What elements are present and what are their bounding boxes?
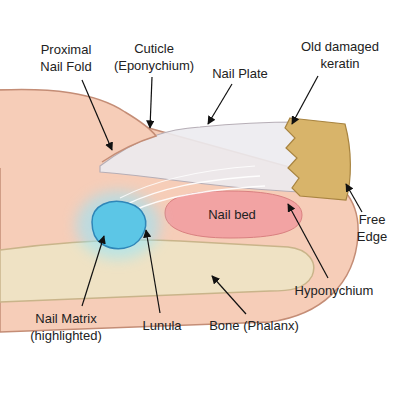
leader-line <box>150 77 152 128</box>
fold-outline <box>0 90 156 162</box>
leader-line <box>346 184 362 212</box>
matrix-glow <box>76 191 160 259</box>
part-label: Old damaged keratin <box>297 38 383 72</box>
part-label: Nail Matrix (highlighted) <box>20 310 112 344</box>
part-label: Cuticle (Eponychium) <box>108 40 200 74</box>
proximal-fold <box>0 90 156 168</box>
part-label: Bone (Phalanx) <box>209 317 299 334</box>
leader-line <box>292 76 318 124</box>
leader-line <box>208 84 232 124</box>
part-label: Free Edge <box>349 211 395 245</box>
leader-line <box>288 204 328 278</box>
growth-fiber <box>120 166 255 198</box>
part-label: Hyponychium <box>295 282 374 299</box>
leader-line <box>212 276 246 314</box>
part-label: Lunula <box>142 317 181 334</box>
damaged-keratin <box>285 118 350 200</box>
part-label: Nail bed <box>208 206 256 223</box>
part-label: Proximal Nail Fold <box>31 41 101 75</box>
nail-bed-shape <box>165 191 302 238</box>
leader-line <box>146 230 160 313</box>
growth-fiber <box>125 176 260 205</box>
nail-matrix <box>92 201 146 248</box>
leader-line <box>82 80 112 150</box>
leader-line <box>82 236 104 306</box>
part-label: Nail Plate <box>212 65 268 82</box>
